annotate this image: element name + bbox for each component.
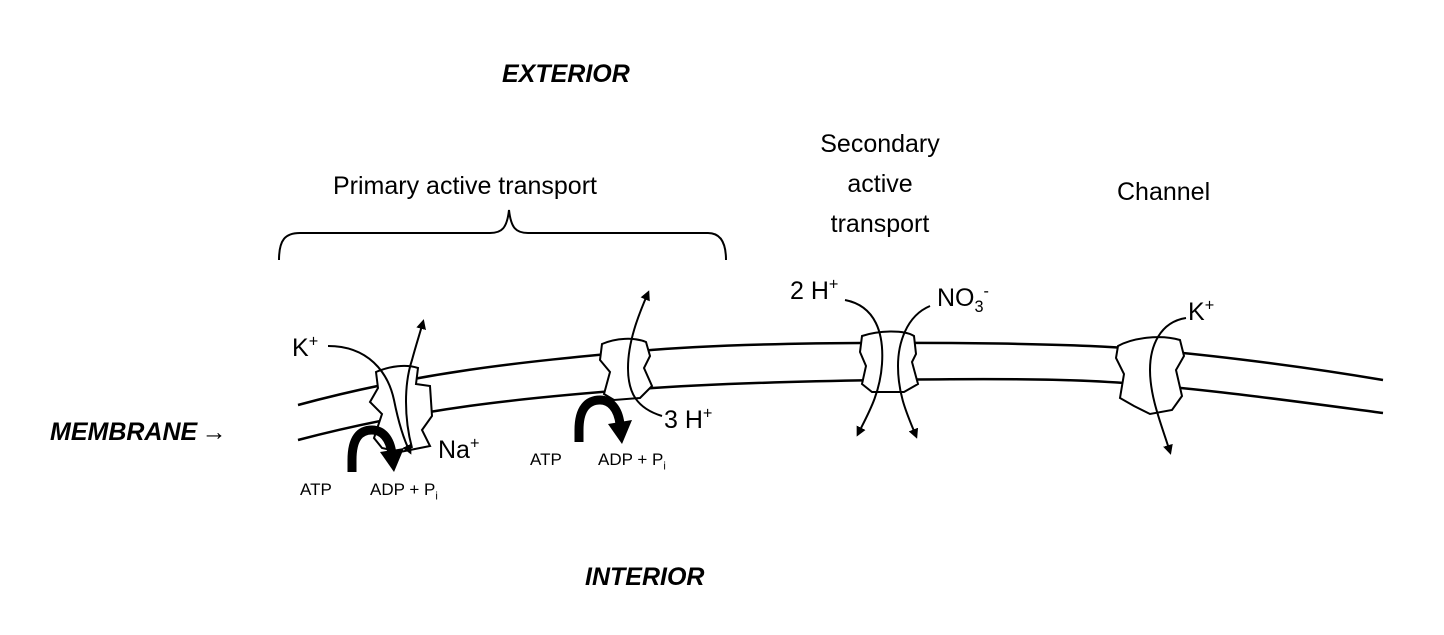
symporter-protein xyxy=(858,330,920,393)
secondary-line-1: Secondary xyxy=(820,130,940,158)
secondary-line-2: active xyxy=(847,170,913,198)
na-ion-label: Na+ xyxy=(438,436,479,465)
h-symport-arrow xyxy=(844,299,884,437)
k-ion-label-right: K+ xyxy=(1188,298,1214,327)
adp-label-1: ADP + Pi xyxy=(370,480,438,503)
h2-charge: + xyxy=(828,275,839,294)
na-charge: + xyxy=(469,434,480,453)
k-right-charge: + xyxy=(1204,296,1215,315)
primary-active-transport-label: Primary active transport xyxy=(333,172,597,200)
k-channel-arrow xyxy=(1148,317,1187,455)
interior-label: INTERIOR xyxy=(585,563,705,591)
k-ion-label-left: K+ xyxy=(292,334,318,363)
membrane-label-group: MEMBRANE → xyxy=(50,418,227,447)
h3-charge: + xyxy=(702,404,713,423)
atp-label-1: ATP xyxy=(300,480,332,499)
membrane-outer-line xyxy=(297,341,1384,407)
atp-label-2: ATP xyxy=(530,450,562,469)
h-efflux-arrow xyxy=(626,290,663,417)
no3-base: NO xyxy=(937,284,975,312)
k-right-base: K xyxy=(1188,298,1205,326)
k-left-charge: + xyxy=(308,332,319,351)
secondary-line-3: transport xyxy=(830,210,930,238)
h3-ion-label: 3 H+ xyxy=(664,406,712,435)
no3-ion-label: NO3- xyxy=(937,282,989,316)
adp-1-base: ADP + P xyxy=(370,480,436,499)
exterior-label: EXTERIOR xyxy=(502,60,630,88)
na-base: Na xyxy=(438,436,470,464)
atp-hydrolysis-arrow-1 xyxy=(347,425,397,472)
secondary-active-transport-label: Secondary active transport xyxy=(800,124,960,244)
adp-label-2: ADP + Pi xyxy=(598,450,666,473)
na-k-pump-protein xyxy=(368,364,434,454)
h2-ion-label: 2 H+ xyxy=(790,277,838,306)
atp-hydrolysis-arrow-2 xyxy=(574,395,625,442)
membrane-pointer-arrow-icon: → xyxy=(201,418,227,446)
proton-pump-protein xyxy=(598,337,654,402)
adp-1-subscript: i xyxy=(435,490,438,503)
k-influx-arrow xyxy=(327,345,412,455)
adp-2-subscript: i xyxy=(663,460,666,473)
no3-symport-arrow xyxy=(896,305,931,439)
h3-base: 3 H xyxy=(664,406,703,434)
primary-brace xyxy=(278,209,727,261)
channel-label: Channel xyxy=(1117,178,1211,206)
membrane-inner-line xyxy=(297,378,1384,442)
no3-subscript: 3 xyxy=(974,298,984,316)
no3-charge: - xyxy=(983,282,989,301)
atp-hydrolysis-arrowhead-2 xyxy=(608,420,632,444)
na-efflux-arrow xyxy=(405,319,426,449)
atp-hydrolysis-arrowhead-1 xyxy=(380,448,404,472)
membrane-label: MEMBRANE xyxy=(50,418,198,446)
k-left-base: K xyxy=(292,334,309,362)
h2-base: 2 H xyxy=(790,277,829,305)
adp-2-base: ADP + P xyxy=(598,450,664,469)
